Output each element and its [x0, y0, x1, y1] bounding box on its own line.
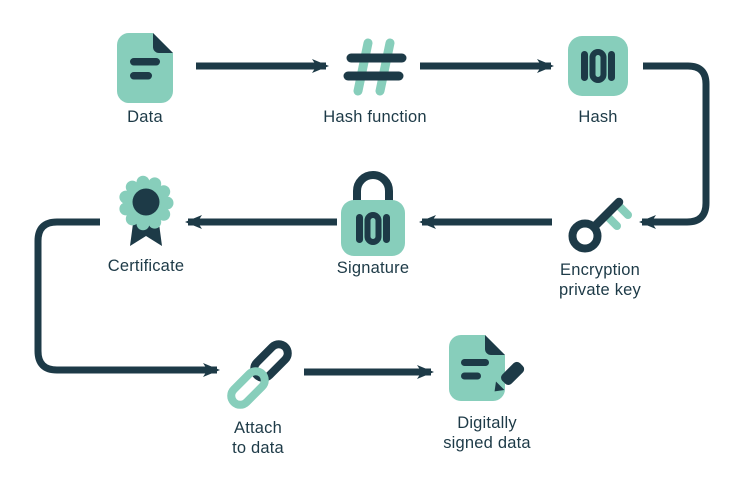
node-label-certificate: Certificate [107, 257, 185, 275]
binary-square-icon [568, 36, 628, 96]
arrow-certificate-to-attach-to-data [34, 218, 220, 377]
arrow-hash-to-encryption-private-key [639, 62, 710, 229]
key-icon [560, 184, 640, 254]
chain-link-icon [219, 340, 297, 410]
node-signature: Signature [303, 170, 443, 278]
binary-padlock-icon [341, 170, 405, 256]
node-label-hash: Hash [578, 108, 618, 126]
node-digitally-signed-data: Digitally signed data [417, 335, 557, 453]
node-label-data: Data [127, 108, 163, 126]
signed-document-icon [449, 335, 525, 403]
node-data: Data [75, 33, 215, 127]
node-label-attach-to-data: Attach to data [232, 419, 284, 458]
node-hash-function: Hash function [305, 38, 445, 127]
node-hash: Hash [528, 36, 668, 127]
hash-symbol-icon [343, 38, 407, 96]
node-label-digitally-signed-data: Digitally signed data [443, 414, 531, 453]
document-icon [117, 33, 173, 103]
rosette-ribbon-icon [114, 174, 178, 256]
node-label-signature: Signature [336, 259, 410, 277]
node-certificate: Certificate [76, 174, 216, 276]
node-encryption-private-key: Encryption private key [530, 184, 670, 300]
node-attach-to-data: Attach to data [188, 340, 328, 458]
node-label-hash-function: Hash function [323, 108, 427, 126]
node-label-encryption-private-key: Encryption private key [559, 261, 641, 300]
